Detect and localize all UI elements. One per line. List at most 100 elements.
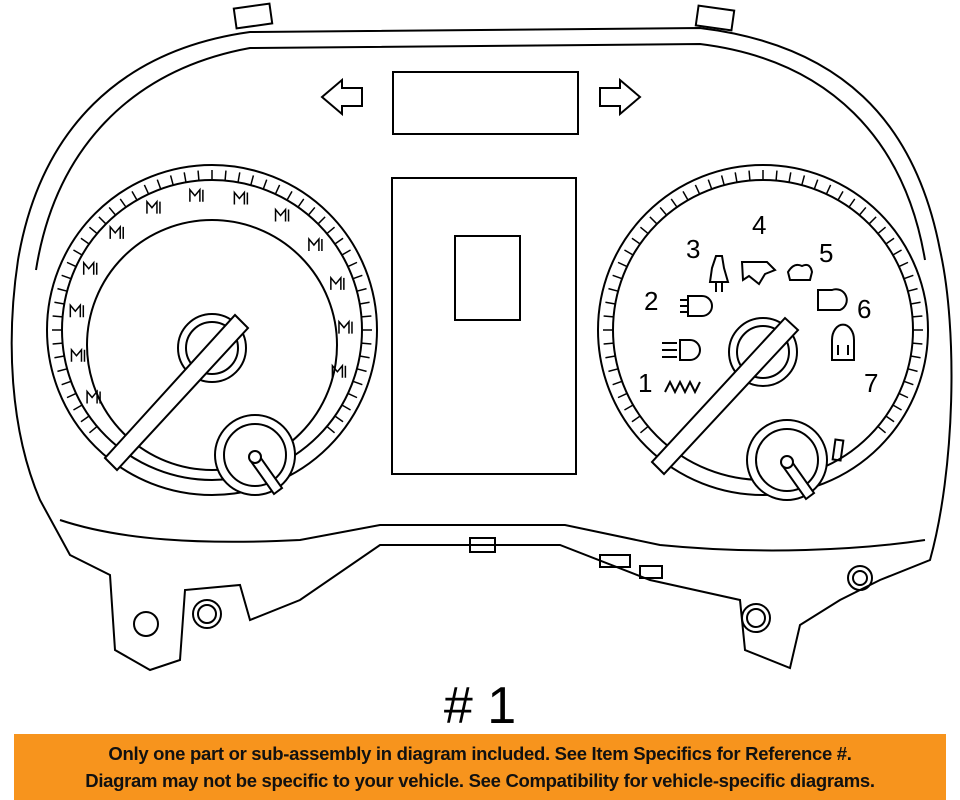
seatbelt-icon <box>708 255 730 292</box>
gauge-tick <box>898 261 909 268</box>
mount-hole <box>847 565 873 591</box>
gauge-tick <box>80 415 90 423</box>
gauge-tick <box>868 216 877 225</box>
gauge-tick <box>341 249 351 256</box>
gauge-tick <box>250 175 255 186</box>
gauge-tick <box>649 216 658 225</box>
top-display <box>392 71 579 135</box>
gauge-tick <box>131 191 138 201</box>
gauge-tick <box>307 206 316 216</box>
gauge-tick <box>347 261 358 268</box>
low-beam-icon <box>662 339 701 361</box>
speed-scale-mark <box>70 347 86 362</box>
speed-scale-mark <box>338 319 353 334</box>
speed-scale-mark <box>109 224 124 239</box>
speed-scale-mark <box>331 363 347 378</box>
gauge-tick <box>73 249 83 256</box>
speed-scale-mark <box>330 275 345 290</box>
gauge-tick <box>54 301 65 305</box>
center-display-inner <box>454 235 521 321</box>
gauge-tick <box>334 415 344 423</box>
needle-hub <box>177 313 247 383</box>
gauge-tick <box>169 175 174 186</box>
gauge-tick <box>907 368 918 373</box>
gauge-tick <box>183 172 187 183</box>
gauge-tick <box>297 198 305 208</box>
connector-tab <box>639 565 663 579</box>
gauge-tick <box>694 184 701 195</box>
tach-number-7: 7 <box>864 368 878 398</box>
speed-scale-mark <box>233 190 249 205</box>
gauge-tick <box>262 179 268 190</box>
disclaimer-banner: Only one part or sub-assembly in diagram… <box>14 734 946 800</box>
gauge-tick <box>334 237 344 245</box>
mount-hole <box>852 570 868 586</box>
gauge-tick <box>748 170 751 181</box>
connector-tab <box>469 537 496 553</box>
engine-icon <box>740 261 777 286</box>
speed-scale-mark <box>86 389 101 404</box>
gauge-tick <box>825 184 832 195</box>
gauge-tick <box>617 261 628 268</box>
needle <box>103 313 250 472</box>
gauge-tick <box>624 249 634 256</box>
gauge-tick <box>910 301 921 305</box>
gauge-tick <box>274 184 281 195</box>
tire-icon <box>831 323 855 361</box>
mount-tab-right <box>694 4 736 32</box>
gauge-tick <box>52 315 63 318</box>
tachometer: 1 2 3 4 5 6 7 <box>597 164 929 501</box>
gauge-tick <box>907 287 918 292</box>
disclaimer-line-1: Only one part or sub-assembly in diagram… <box>108 743 852 764</box>
speed-scale-mark <box>82 260 98 275</box>
housing-inner-edge <box>35 42 926 271</box>
gauge-tick <box>903 274 914 280</box>
mount-tab-left <box>232 2 274 30</box>
speedometer <box>46 164 378 496</box>
gauge-tick <box>608 287 619 292</box>
gauge-tick <box>639 226 649 235</box>
gauge-tick <box>775 170 778 181</box>
small-indicator <box>831 438 845 462</box>
gauge-tick <box>670 198 678 208</box>
mount-hole <box>192 599 222 629</box>
gauge-tick <box>359 301 370 305</box>
tach-number-2: 2 <box>644 286 658 316</box>
gauge-tick <box>624 404 634 411</box>
gauge-tick <box>361 315 372 318</box>
gauge-tick <box>356 368 367 373</box>
gauge-tick <box>639 425 649 434</box>
needle <box>650 316 800 476</box>
fuel-icon <box>817 288 848 311</box>
mount-hole <box>746 608 766 628</box>
gauge-tick <box>682 191 689 201</box>
gauge-tick <box>707 179 713 190</box>
gauge-tick <box>837 191 844 201</box>
gauge-tick <box>352 274 363 280</box>
turn-signal-right-icon <box>599 77 642 117</box>
fog-icon <box>664 379 701 395</box>
gauge-tick <box>119 198 127 208</box>
gauge-tick <box>608 368 619 373</box>
tach-number-3: 3 <box>686 234 700 264</box>
gauge-tick <box>892 404 902 411</box>
gauge-tick <box>885 237 895 245</box>
speed-scale-mark <box>69 303 85 318</box>
gauge-tick <box>80 237 90 245</box>
speed-scale-mark <box>308 236 323 252</box>
gauge-tick <box>88 226 98 235</box>
speed-scale-mark <box>146 199 161 214</box>
gauge-tick <box>98 216 107 225</box>
mount-hole <box>197 604 217 624</box>
gauge-tick <box>605 355 616 359</box>
gauge-tick <box>912 315 923 318</box>
gauge-tick <box>617 392 628 399</box>
gauge-tick <box>885 415 895 423</box>
gauge-tick <box>224 170 227 181</box>
gauge-tick <box>66 392 77 399</box>
gauge-tick <box>356 287 367 292</box>
mount-hole <box>741 603 771 633</box>
gauge-tick <box>631 237 641 245</box>
gauge-tick <box>603 342 614 345</box>
gauge-tick <box>237 172 241 183</box>
